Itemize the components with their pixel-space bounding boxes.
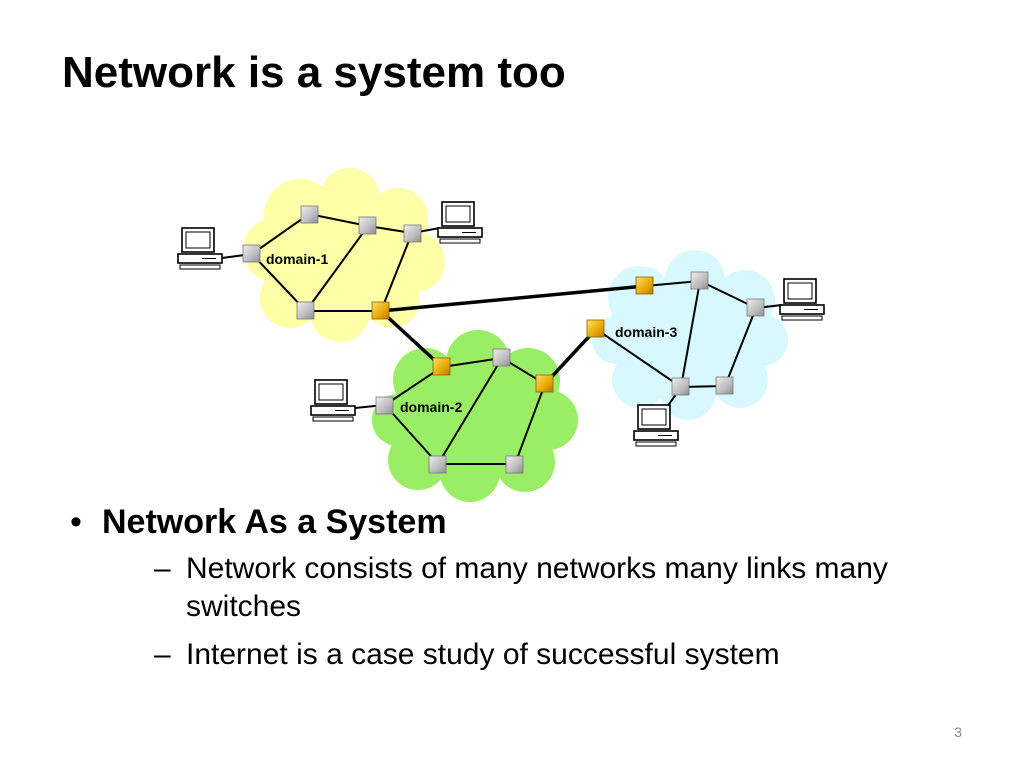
domain-2-cloud: [372, 330, 578, 502]
bullet-glyph: •: [70, 503, 82, 541]
computer-icon: [779, 278, 825, 321]
slide-title: Network is a system too: [62, 48, 566, 97]
sub-bullet-text: Internet is a case study of successful s…: [186, 638, 780, 671]
domain-1-label: domain-1: [266, 251, 328, 267]
switch-icon: [746, 298, 765, 317]
computer-icon: [177, 227, 223, 270]
domain-3-label: domain-3: [615, 324, 677, 340]
computer-icon: [437, 201, 483, 244]
page-number: 3: [954, 724, 962, 740]
switch-icon: [428, 455, 447, 474]
switch-icon: [296, 301, 315, 320]
bullet-text: Network As a System: [102, 503, 447, 541]
switch-icon: [492, 348, 511, 367]
switch-icon: [375, 396, 394, 415]
border-switch-icon: [535, 374, 554, 393]
switch-icon: [403, 224, 422, 243]
switch-icon: [690, 271, 709, 290]
sub-bullet-list: – Network consists of many networks many…: [102, 550, 962, 674]
computer-icon: [310, 379, 356, 422]
bullet-item: • Network As a System – Network consists…: [62, 500, 962, 674]
switch-icon: [242, 244, 261, 263]
switch-icon: [715, 376, 734, 395]
dash-glyph: –: [154, 638, 171, 671]
border-switch-icon: [432, 357, 451, 376]
switch-icon: [358, 216, 377, 235]
border-switch-icon: [586, 319, 605, 338]
switch-icon: [300, 205, 319, 224]
sub-bullet-item: – Network consists of many networks many…: [142, 550, 966, 626]
sub-bullet-text: Network consists of many networks many l…: [186, 552, 888, 623]
bullet-list: • Network As a System – Network consists…: [62, 500, 962, 684]
border-switch-icon: [635, 276, 654, 295]
border-switch-icon: [371, 301, 390, 320]
inter-domain-links: [379, 284, 646, 386]
network-links: [221, 213, 783, 465]
switch-icon: [505, 455, 524, 474]
switches: [242, 205, 765, 474]
dash-glyph: –: [154, 552, 171, 585]
domain-2-label: domain-2: [400, 399, 462, 415]
sub-bullet-item: – Internet is a case study of successful…: [142, 636, 966, 674]
computer-icon: [633, 404, 679, 447]
switch-icon: [671, 377, 690, 396]
border-switches: [371, 276, 654, 393]
computers: [177, 201, 825, 447]
